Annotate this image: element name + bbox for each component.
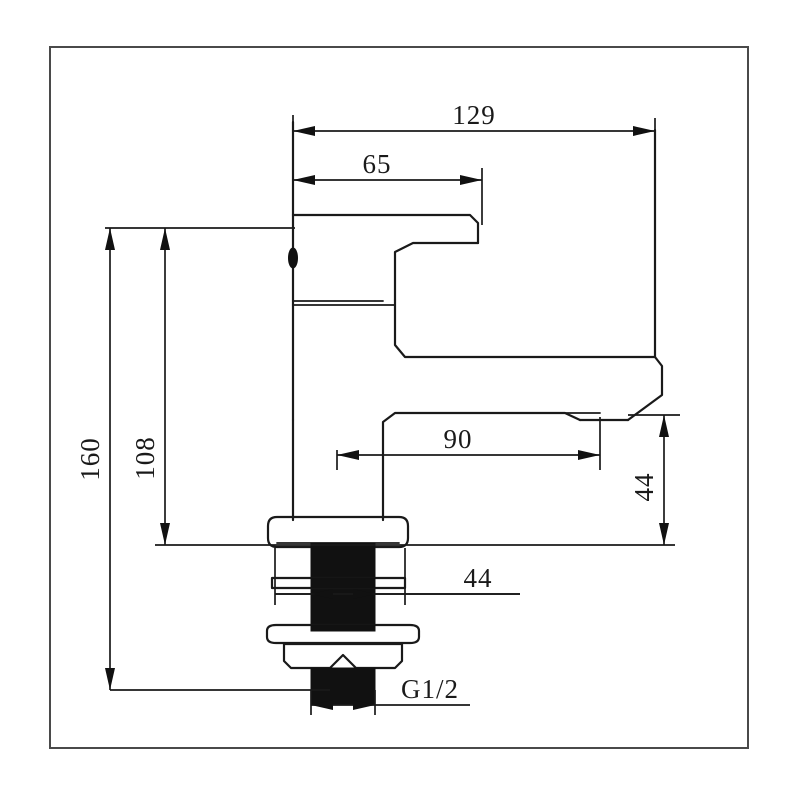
handle-pivot-indicator bbox=[288, 247, 298, 269]
faucet-body-outline bbox=[288, 120, 664, 522]
dimension-label-129: 129 bbox=[452, 100, 496, 130]
dimension-label-90: 90 bbox=[444, 424, 473, 454]
dimension-offset-65: 65 bbox=[293, 149, 483, 225]
dimension-height-108: 108 bbox=[130, 228, 170, 545]
dimension-label-160: 160 bbox=[75, 437, 105, 481]
drawing-frame-border bbox=[49, 46, 749, 749]
dimension-width-129: 129 bbox=[292, 100, 656, 225]
dimension-label-spout-44: 44 bbox=[629, 473, 659, 502]
lower-flange bbox=[265, 623, 421, 645]
lower-shank-stub bbox=[310, 667, 376, 705]
dimension-thread-g12: G1/2 bbox=[310, 674, 470, 715]
dimension-height-160: 160 bbox=[75, 227, 295, 690]
dimension-label-g12: G1/2 bbox=[401, 674, 459, 704]
dimension-reach-90: 90 bbox=[336, 417, 601, 470]
dimension-label-shank-44: 44 bbox=[464, 563, 493, 593]
base-flange bbox=[266, 515, 410, 549]
dimension-shank-44: 44 bbox=[274, 548, 520, 605]
dimension-label-108: 108 bbox=[130, 436, 160, 480]
dimension-spout-height-44: 44 bbox=[628, 414, 680, 545]
hex-nut bbox=[282, 642, 404, 670]
dimension-label-65: 65 bbox=[363, 149, 392, 179]
mounting-shank-assembly bbox=[110, 515, 421, 705]
